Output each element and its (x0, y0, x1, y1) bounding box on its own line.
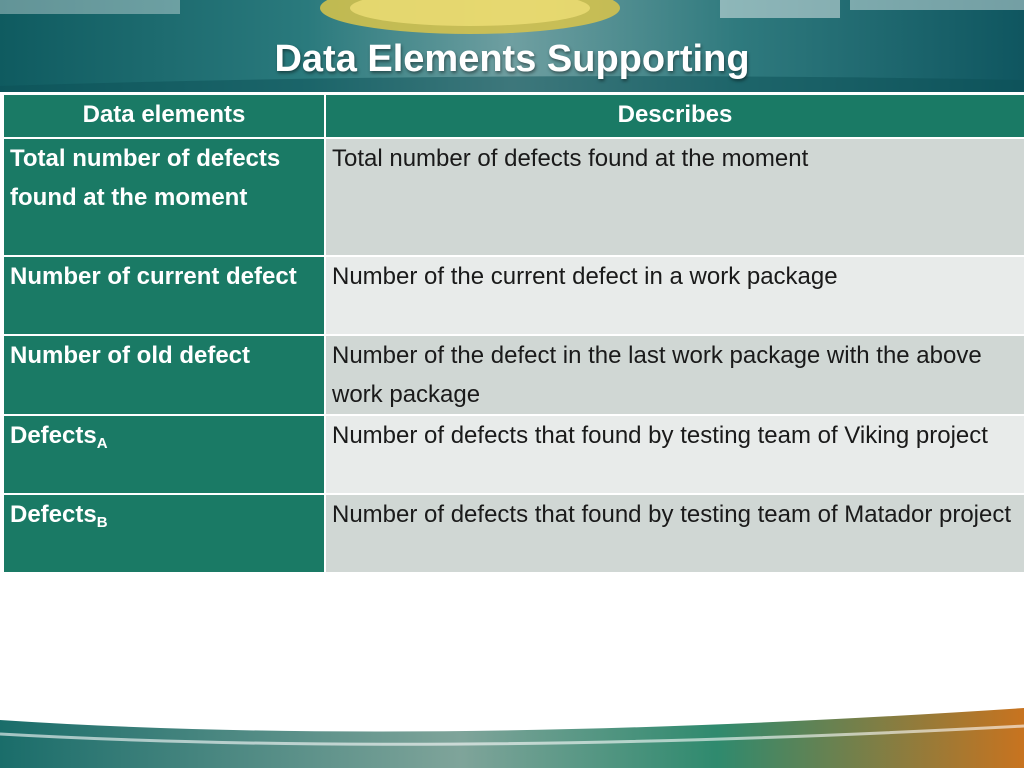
column-header-describes: Describes (324, 93, 1024, 139)
data-element-subscript: B (96, 514, 108, 531)
data-element-cell: Number of current defect (2, 255, 326, 336)
table-header-row: Data elements Describes (2, 93, 1024, 139)
data-element-cell: Number of old defect (2, 334, 326, 416)
data-element-cell: DefectsB (2, 493, 326, 574)
slide-title: Data Elements Supporting (274, 38, 750, 80)
data-element-cell: Total number of defects found at the mom… (2, 137, 326, 257)
description-cell: Total number of defects found at the mom… (324, 137, 1024, 257)
data-element-text: Total number of defects found at the mom… (10, 145, 281, 211)
column-header-data-elements: Data elements (2, 93, 326, 139)
table-row: Number of current defect Number of the c… (2, 255, 1024, 336)
data-element-subscript: A (96, 435, 108, 452)
description-cell: Number of defects that found by testing … (324, 414, 1024, 495)
data-element-text: Defects (10, 501, 97, 528)
slide-header: Data Elements Supporting (0, 0, 1024, 92)
data-element-text: Number of old defect (10, 342, 251, 369)
footer-decoration (0, 708, 1024, 768)
table-row: Number of old defect Number of the defec… (2, 334, 1024, 416)
description-cell: Number of the current defect in a work p… (324, 255, 1024, 336)
description-cell: Number of defects that found by testing … (324, 493, 1024, 574)
data-element-text: Number of current defect (10, 263, 297, 290)
table-row: Total number of defects found at the mom… (2, 137, 1024, 257)
table-row: DefectsA Number of defects that found by… (2, 414, 1024, 495)
description-cell: Number of the defect in the last work pa… (324, 334, 1024, 416)
data-element-text: Defects (10, 422, 97, 449)
table-row: DefectsB Number of defects that found by… (2, 493, 1024, 574)
header-decoration (0, 0, 1024, 92)
data-element-cell: DefectsA (2, 414, 326, 495)
data-elements-table: Data elements Describes Total number of … (2, 93, 1024, 574)
